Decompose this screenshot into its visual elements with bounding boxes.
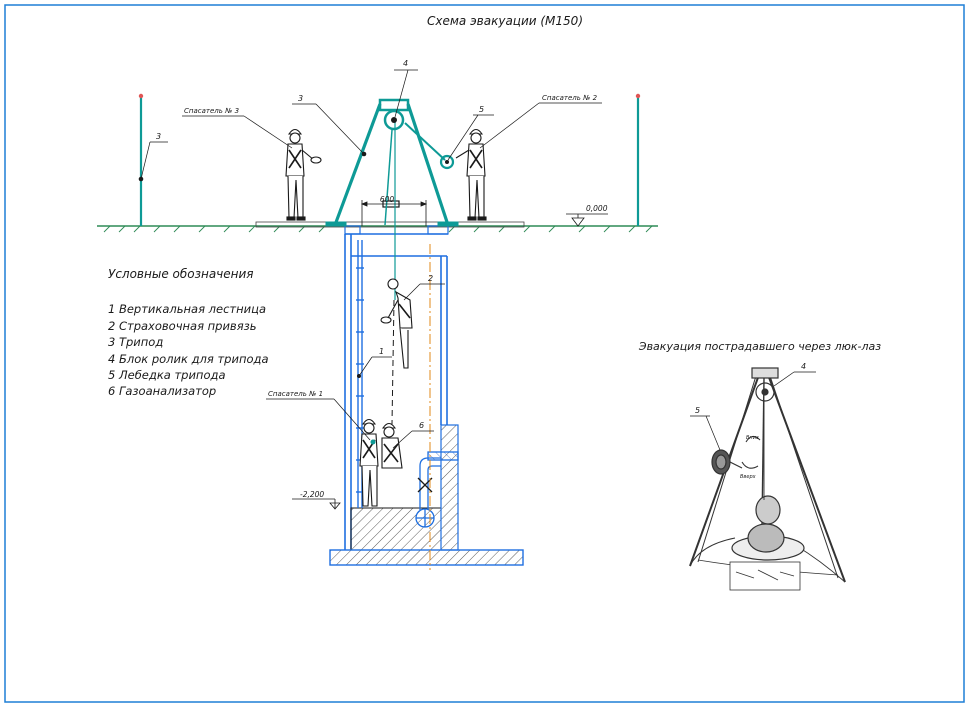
legend-item: 3 Трипод [108,335,164,350]
callout-1: 1 [379,347,384,356]
rescuer-1-figure [359,418,403,507]
legend-item: 1 Вертикальная лестница [108,302,266,317]
inset-callout-4: 4 [801,362,806,371]
callout-3-post: 3 [156,132,161,141]
legend-item: 6 Газоанализатор [108,384,217,399]
legend: Условные обозначения 1 Вертикальная лест… [108,266,308,400]
inset-illustration [689,367,846,591]
legend-title: Условные обозначения [108,267,254,281]
ground-surface [97,225,658,233]
barrier-post-right [635,93,641,226]
barrier-post-left [138,93,144,226]
callout-rescuer-1: Спасатель № 1 [268,390,323,398]
rescuer-3-figure [285,128,322,221]
inset-arrow-down-label: Вниз [746,435,759,441]
manhole-shaft [344,233,448,550]
drawing-title: Схема эвакуации (М150) [427,14,583,28]
level-mark-ground [566,213,608,227]
tripod-winch [404,122,455,170]
dimension-600-label: 600 [380,195,395,204]
callout-rescuer-2: Спасатель № 2 [542,94,598,102]
callout-leaders [140,69,602,449]
level-mark-bottom [292,498,341,510]
callout-4: 4 [403,59,408,68]
victim-figure [380,278,413,369]
callout-5: 5 [479,105,484,114]
pulley-block [383,109,405,131]
rescuer-2-figure [455,128,487,221]
shaft-floor [329,424,524,566]
callout-3-tripod: 3 [298,94,303,103]
rope-lower [391,299,395,425]
inset-title: Эвакуация пострадавшего через люк-лаз [638,340,881,353]
callout-6: 6 [419,421,424,430]
legend-item: 5 Лебедка трипода [108,368,226,383]
callout-rescuer-3: Спасатель № 3 [184,107,239,115]
inset-callout-5: 5 [695,406,700,415]
drawing-frame [4,4,965,703]
dimension-600 [360,200,428,226]
callout-2: 2 [428,274,433,283]
legend-item: 4 Блок ролик для трипода [108,351,269,366]
level-ground-label: 0,000 [586,204,608,213]
level-bottom-label: -2,200 [300,490,324,499]
inset-arrow-up-label: Вверх [740,474,756,480]
inset-callouts [690,371,816,451]
pipe-valve-assembly [415,451,459,528]
legend-item: 2 Страховочная привязь [108,318,257,333]
tripod [325,98,459,227]
